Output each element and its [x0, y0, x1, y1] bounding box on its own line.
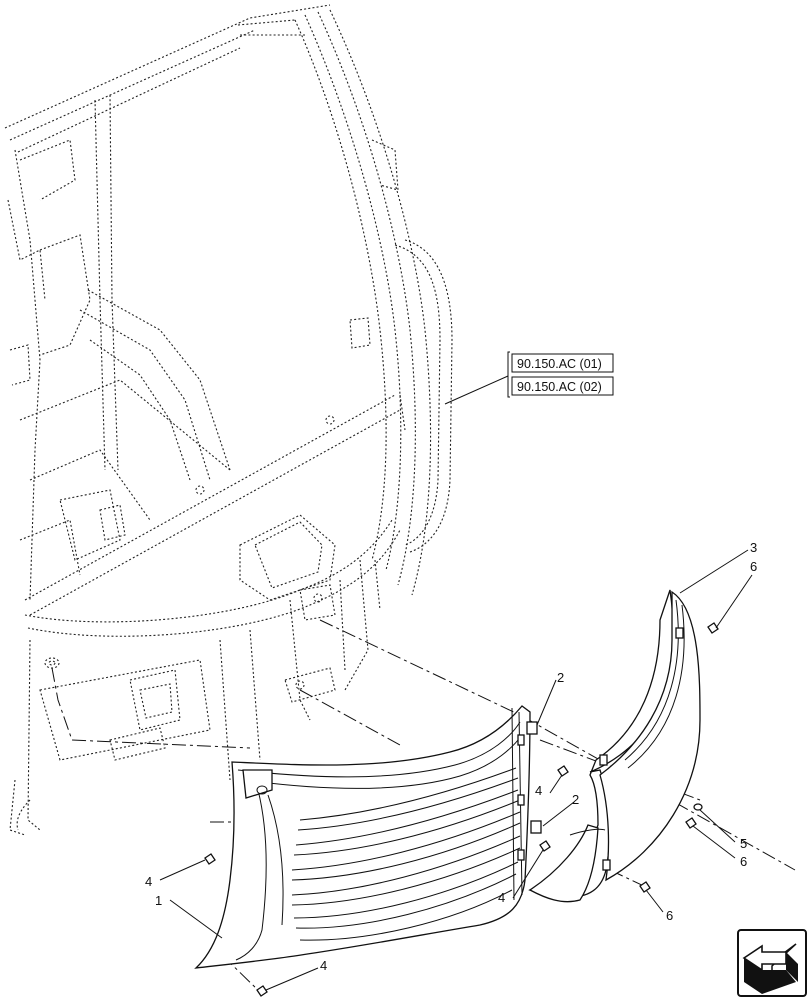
rear-curved-trim [528, 589, 701, 903]
callout-5[interactable]: 5 [740, 836, 747, 851]
callout-4-bottom[interactable]: 4 [320, 958, 327, 973]
callout-1[interactable]: 1 [155, 893, 162, 908]
cab-frame-phantom [4, 4, 453, 836]
callout-4-left[interactable]: 4 [145, 874, 152, 889]
callout-6-bottom[interactable]: 6 [666, 908, 673, 923]
page-back-arrow-icon[interactable] [737, 929, 807, 997]
reference-label-01: 90.150.AC (01) [517, 357, 602, 371]
callout-3[interactable]: 3 [750, 540, 757, 555]
fasteners [204, 622, 719, 997]
reference-box-01[interactable]: 90.150.AC (01) [511, 353, 614, 373]
callout-2-lower[interactable]: 2 [572, 792, 579, 807]
callout-6-top[interactable]: 6 [750, 559, 757, 574]
reference-label-02: 90.150.AC (02) [517, 380, 602, 394]
reference-box-02[interactable]: 90.150.AC (02) [511, 376, 614, 396]
callout-4-middle[interactable]: 4 [535, 783, 542, 798]
callout-6-middle[interactable]: 6 [740, 854, 747, 869]
reference-group: 90.150.AC (01) 90.150.AC (02) [507, 351, 614, 398]
callout-leaders [159, 375, 753, 991]
callout-2-upper[interactable]: 2 [557, 670, 564, 685]
louvered-side-panel [194, 705, 531, 969]
callout-labels: 1 2 2 3 4 4 4 4 5 6 6 6 [145, 540, 757, 973]
callout-4-lower[interactable]: 4 [498, 890, 505, 905]
